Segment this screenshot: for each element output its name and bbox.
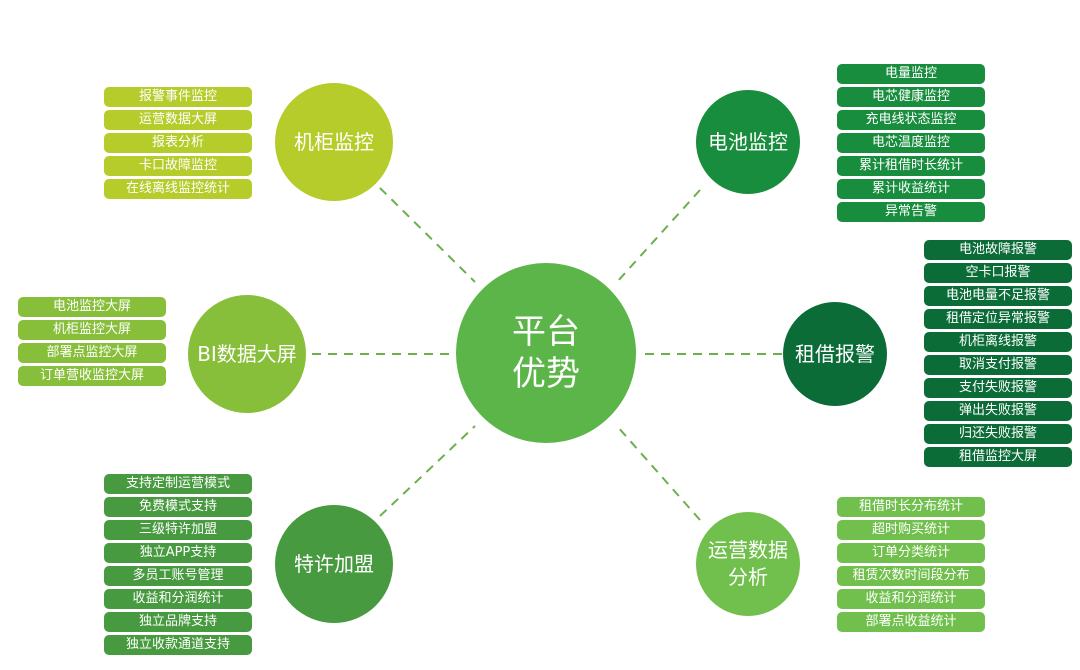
feature-pill: 超时购买统计 — [837, 520, 985, 540]
feature-pill: 租借定位异常报警 — [924, 309, 1072, 329]
feature-pill: 多员工账号管理 — [104, 566, 252, 586]
feature-pill: 在线离线监控统计 — [104, 179, 252, 199]
feature-pill: 异常告警 — [837, 202, 985, 222]
feature-list-franchise: 支持定制运营模式免费模式支持三级特许加盟独立APP支持多员工账号管理收益和分润统… — [104, 474, 252, 658]
feature-pill: 取消支付报警 — [924, 355, 1072, 375]
feature-pill: 报表分析 — [104, 133, 252, 153]
center-circle-platform-advantage: 平台 优势 — [456, 263, 636, 443]
node-circle-franchise: 特许加盟 — [275, 505, 393, 623]
feature-pill: 收益和分润统计 — [104, 589, 252, 609]
node-label: 电池监控 — [708, 129, 788, 154]
feature-pill: 卡口故障监控 — [104, 156, 252, 176]
center-label-line-2: 优势 — [512, 354, 580, 394]
feature-pill: 支持定制运营模式 — [104, 474, 252, 494]
feature-pill: 独立品牌支持 — [104, 612, 252, 632]
feature-pill: 三级特许加盟 — [104, 520, 252, 540]
feature-pill: 弹出失败报警 — [924, 401, 1072, 421]
feature-pill: 累计收益统计 — [837, 179, 985, 199]
node-label: 机柜监控 — [294, 129, 374, 154]
feature-pill: 租借时长分布统计 — [837, 497, 985, 517]
feature-list-rental-alarm: 电池故障报警空卡口报警电池电量不足报警租借定位异常报警机柜离线报警取消支付报警支… — [924, 240, 1072, 470]
feature-pill: 运营数据大屏 — [104, 110, 252, 130]
feature-pill: 订单分类统计 — [837, 543, 985, 563]
feature-pill: 机柜离线报警 — [924, 332, 1072, 352]
connector-line-ops-analysis — [616, 425, 701, 521]
feature-pill: 独立APP支持 — [104, 543, 252, 563]
feature-pill: 部署点监控大屏 — [18, 343, 166, 363]
connector-line-battery-monitor — [616, 189, 701, 283]
feature-pill: 电池监控大屏 — [18, 297, 166, 317]
feature-pill: 免费模式支持 — [104, 497, 252, 517]
feature-list-cabinet-monitor: 报警事件监控运营数据大屏报表分析卡口故障监控在线离线监控统计 — [104, 87, 252, 202]
node-circle-ops-analysis: 运营数据 分析 — [696, 512, 800, 616]
feature-pill: 电芯健康监控 — [837, 87, 985, 107]
node-circle-bi-dashboard: BI数据大屏 — [188, 295, 306, 413]
feature-pill: 报警事件监控 — [104, 87, 252, 107]
feature-pill: 电池电量不足报警 — [924, 286, 1072, 306]
node-label-line-2: 分析 — [728, 565, 768, 589]
feature-pill: 部署点收益统计 — [837, 612, 985, 632]
feature-list-bi-dashboard: 电池监控大屏机柜监控大屏部署点监控大屏订单营收监控大屏 — [18, 297, 166, 389]
node-label: 租借报警 — [795, 341, 875, 366]
feature-pill: 租赁次数时间段分布 — [837, 566, 985, 586]
feature-pill: 电量监控 — [837, 64, 985, 84]
node-circle-rental-alarm: 租借报警 — [783, 302, 887, 406]
feature-pill: 订单营收监控大屏 — [18, 366, 166, 386]
feature-pill: 空卡口报警 — [924, 263, 1072, 283]
feature-pill: 收益和分润统计 — [837, 589, 985, 609]
feature-pill: 电池故障报警 — [924, 240, 1072, 260]
node-label-line-1: 运营数据 — [708, 538, 788, 562]
connector-line-franchise — [379, 425, 476, 517]
connector-line-cabinet-monitor — [379, 187, 476, 283]
feature-list-battery-monitor: 电量监控电芯健康监控充电线状态监控电芯温度监控累计租借时长统计累计收益统计异常告… — [837, 64, 985, 225]
node-circle-cabinet-monitor: 机柜监控 — [275, 83, 393, 201]
feature-pill: 归还失败报警 — [924, 424, 1072, 444]
feature-pill: 充电线状态监控 — [837, 110, 985, 130]
feature-list-ops-analysis: 租借时长分布统计超时购买统计订单分类统计租赁次数时间段分布收益和分润统计部署点收… — [837, 497, 985, 635]
feature-pill: 机柜监控大屏 — [18, 320, 166, 340]
feature-pill: 电芯温度监控 — [837, 133, 985, 153]
feature-pill: 独立收款通道支持 — [104, 635, 252, 655]
node-label: BI数据大屏 — [197, 341, 297, 366]
node-circle-battery-monitor: 电池监控 — [696, 90, 800, 194]
feature-pill: 累计租借时长统计 — [837, 156, 985, 176]
node-label: 特许加盟 — [294, 551, 374, 576]
feature-pill: 支付失败报警 — [924, 378, 1072, 398]
feature-pill: 租借监控大屏 — [924, 447, 1072, 467]
center-label-line-1: 平台 — [512, 311, 580, 352]
